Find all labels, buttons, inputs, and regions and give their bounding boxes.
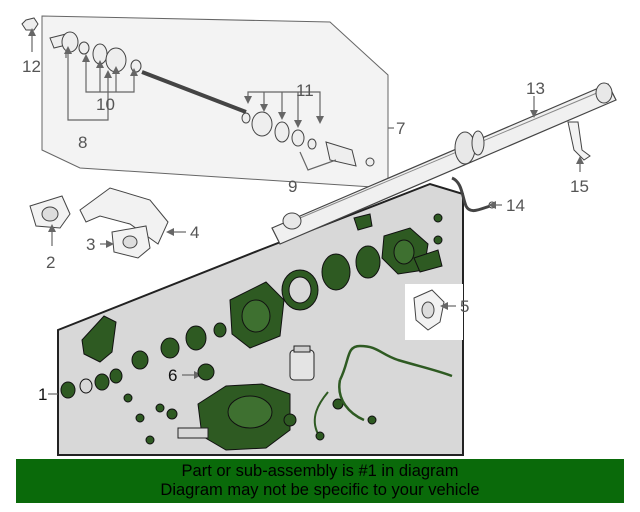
mount-bushing-front[interactable]	[29, 195, 71, 229]
callout-9: 9	[288, 177, 297, 196]
callout-4: 4	[190, 223, 199, 242]
notice-line-1: Part or sub-assembly is #1 in diagram	[181, 462, 459, 480]
mount-bracket-side[interactable]	[413, 289, 445, 331]
callout-6: 6	[168, 366, 177, 385]
callout-15: 15	[570, 177, 589, 196]
callout-5: 5	[460, 297, 469, 316]
callout-10: 10	[96, 95, 115, 114]
mount-bushing-rear[interactable]	[111, 225, 151, 259]
callout-14: 14	[506, 196, 525, 215]
callout-3: 3	[86, 235, 95, 254]
rear-differential-assembly[interactable]	[60, 213, 453, 451]
propeller-shaft[interactable]	[271, 82, 617, 245]
callout-2: 2	[46, 253, 55, 272]
callout-7: 7	[396, 119, 405, 138]
callout-11: 11	[296, 81, 314, 100]
notice-line-2: Diagram may not be specific to your vehi…	[160, 481, 480, 499]
callout-8: 8	[78, 133, 87, 152]
notice-banner: Part or sub-assembly is #1 in diagram Di…	[16, 459, 624, 503]
leader-arrows	[28, 28, 584, 379]
callout-1: 1	[38, 385, 47, 404]
callout-13: 13	[526, 79, 545, 98]
callout-12: 12	[22, 57, 41, 76]
nut[interactable]	[21, 17, 39, 31]
axle-shaft[interactable]	[49, 31, 375, 167]
hanger-bracket[interactable]	[567, 121, 591, 161]
